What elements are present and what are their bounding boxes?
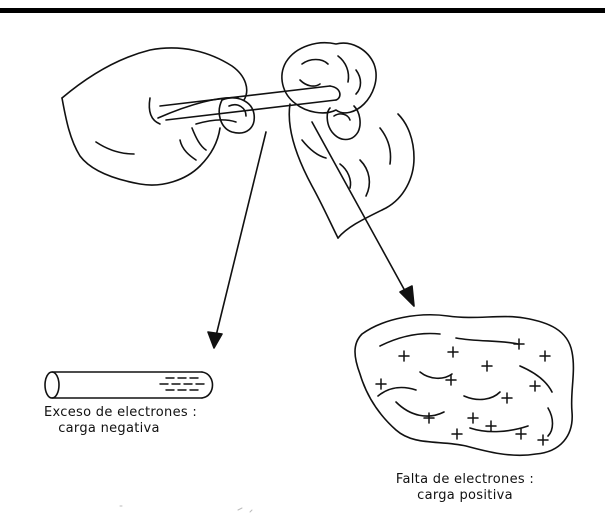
positive-label-line2: carga positiva xyxy=(380,488,550,504)
negative-label-line1: Exceso de electrones : xyxy=(44,405,174,421)
negative-label-line2: carga negativa xyxy=(44,421,174,437)
cloth-illustration xyxy=(282,43,376,113)
negative-charge-marks xyxy=(160,378,204,390)
rod-illustration xyxy=(160,86,340,120)
positive-charge-label: Falta de electrones : carga positiva xyxy=(380,472,550,504)
charged-rod-illustration xyxy=(45,372,213,398)
right-hand-illustration xyxy=(289,104,414,238)
left-hand-illustration xyxy=(62,48,254,185)
arrow-to-rod xyxy=(208,132,266,348)
positive-label-line1: Falta de electrones : xyxy=(380,472,550,488)
negative-charge-label: Exceso de electrones : carga negativa xyxy=(44,405,174,437)
charged-cloth-illustration xyxy=(355,315,573,455)
positive-charge-marks xyxy=(376,339,550,445)
scan-specks xyxy=(120,506,252,512)
arrow-to-cloth xyxy=(312,122,414,306)
